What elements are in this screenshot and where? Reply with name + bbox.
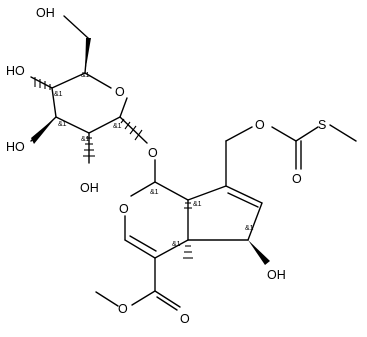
hash-c4a-h: [183, 245, 193, 259]
bond-c7-c6-double-a: [225, 185, 263, 204]
bond-c5-ringO: [84, 72, 112, 89]
bond-c6-oh: [63, 15, 89, 39]
bond-c7a-c1ag: [154, 181, 189, 201]
bond-omethoxy-methyl: [95, 291, 119, 307]
wedge-c3-oh: [31, 117, 56, 144]
atom-oh-c2: OH: [80, 181, 99, 195]
bond-c1ag-pyranO: [130, 181, 156, 197]
bond-cester-omethoxy: [131, 290, 156, 306]
stereo-mark-c7a: &1: [193, 201, 202, 208]
atom-labels: OH HO O HO O OH O O S O OH O O: [6, 6, 326, 326]
aglycone-stereo-bonds: [183, 202, 193, 259]
atom-o-methoxy: O: [118, 302, 128, 316]
stereo-mark-c4a: &1: [172, 241, 181, 248]
stereo-mark-c4: &1: [54, 91, 63, 98]
hash-c1-oglyc: [120, 118, 143, 141]
hash-c2-oh: [83, 137, 95, 157]
bond-cthio-s: [295, 126, 319, 142]
bond-c6-c5: [247, 202, 263, 241]
stereo-mark-c1-aglycone: &1: [150, 189, 159, 196]
stereo-mark-c1: &1: [113, 123, 122, 130]
stereo-mark-c2: &1: [81, 136, 90, 143]
bond-cester-o-double-a: [154, 290, 181, 308]
bond-c3-c4: [51, 87, 57, 118]
atom-o-carbonyl-ester: O: [180, 312, 190, 326]
stereo-mark-c3: &1: [58, 121, 67, 128]
bond-oester-cthio: [271, 126, 297, 142]
atom-o-carbonyl-thio: O: [292, 172, 302, 186]
bond-c4-c5: [51, 72, 86, 89]
bond-c2-c3: [55, 116, 90, 134]
bond-c7-c6-double-b: [227, 192, 259, 208]
wedge-c5-c6: [85, 38, 91, 73]
atom-o-ring-sugar: O: [115, 85, 125, 99]
bond-s-methyl: [329, 124, 357, 142]
bond-c4-c4a: [154, 239, 189, 259]
hash-c4-oh: [34, 77, 51, 90]
bond-c3-c4-double-b: [129, 235, 157, 252]
stereo-mark-c5-oh: &1: [245, 225, 254, 232]
atom-o-glycosidic: O: [148, 146, 158, 160]
atom-o-ester-link: O: [255, 118, 265, 132]
stereo-marks: &1 &1 &1 &1 &1 &1 &1 &1 &1: [54, 72, 254, 248]
atom-oh-cyclopentene: OH: [267, 268, 286, 282]
glucose-stereo-bonds: [31, 38, 143, 157]
aglycone: [95, 124, 357, 311]
bond-c7a-c7: [187, 185, 227, 201]
atom-ho-c3: HO: [6, 140, 25, 154]
bond-c1-c2: [88, 116, 121, 134]
stereo-mark-c5: &1: [81, 72, 90, 79]
wedge-c5-oh: [248, 240, 270, 265]
bond-c4-oh: [30, 76, 53, 89]
bond-ringO-c1: [119, 97, 128, 118]
bond-c3-c4-double-a: [124, 239, 156, 259]
atom-o-ring-pyran: O: [119, 202, 129, 216]
bond-cester-o-double-b: [156, 296, 178, 311]
atom-ho-c4: HO: [6, 64, 25, 78]
bond-ch2-oester: [225, 126, 253, 142]
hash-c7a-h: [184, 202, 192, 209]
atom-s-thio: S: [318, 118, 326, 132]
atom-oh-c6: OH: [36, 6, 55, 20]
